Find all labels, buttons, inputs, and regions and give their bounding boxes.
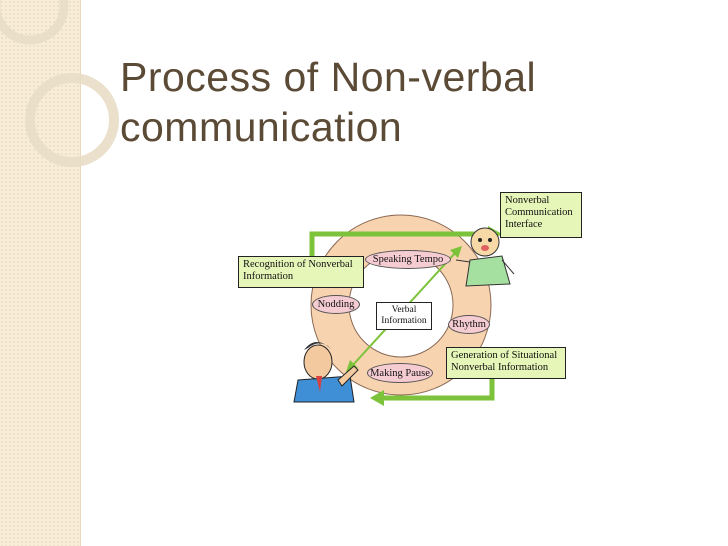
verbal-information-box: Verbal Information [376,302,432,330]
nonverbal-interface-box: Nonverbal Communication Interface [500,192,582,238]
generation-box: Generation of Situational Nonverbal Info… [446,347,566,379]
speaker-figure-icon [293,342,359,403]
nonverbal-process-diagram: Speaking Tempo Nodding Rhythm Making Pau… [230,180,590,420]
rhythm-pill: Rhythm [448,315,490,334]
slide-title: Process of Non-verbal communication [120,52,680,152]
nodding-label: Nodding [317,299,355,310]
title-line-1: Process of Non-verbal [120,54,537,100]
making-pause-label: Making Pause [370,367,430,379]
diagonal-arrow-head-top [450,246,462,258]
top-arrow [309,231,488,258]
recognition-line-1: Recognition of Nonverbal [243,259,353,270]
decorative-circles [0,0,119,167]
speaking-tempo-label: Speaking Tempo [372,254,444,265]
making-pause-pill: Making Pause [367,363,433,383]
title-line-2: communication [120,104,403,150]
nodding-pill: Nodding [312,295,360,314]
interface-line-1: Nonverbal [505,195,550,206]
rhythm-label: Rhythm [452,319,486,330]
recognition-line-2: Information [243,271,294,282]
speaking-tempo-pill: Speaking Tempo [365,250,451,269]
verbal-line-2: Information [381,316,427,326]
generation-line-1: Generation of Situational [451,350,558,361]
interface-line-2: Communication [505,207,573,218]
generation-line-2: Nonverbal Information [451,362,549,373]
interface-line-3: Interface [505,219,543,230]
bottom-arrow [384,370,495,401]
listener-figure-icon [455,227,515,287]
bottom-arrow-head [370,390,384,406]
verbal-line-1: Verbal [391,305,417,315]
recognition-box: Recognition of Nonverbal Information [238,256,364,288]
